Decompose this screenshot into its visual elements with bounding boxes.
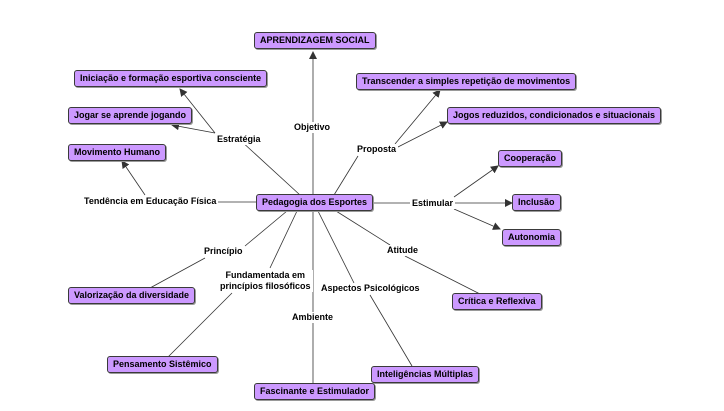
- connector-fundamentada-center: [269, 210, 298, 269]
- node-jogos-reduzidos[interactable]: Jogos reduzidos, condicionados e situaci…: [447, 107, 662, 124]
- link-label-principio: Princípio: [202, 246, 245, 257]
- node-inclusao[interactable]: Inclusão: [512, 194, 561, 211]
- node-fascinante-estimulador[interactable]: Fascinante e Estimulador: [254, 383, 376, 400]
- connector-aspectos-inteligencias: [369, 294, 413, 367]
- connector-principio-valorizacao: [149, 257, 206, 289]
- link-label-estrategia: Estratégia: [215, 134, 263, 145]
- connector-fundamentada-pensamento: [167, 292, 233, 358]
- connector-atitude-center: [335, 210, 391, 246]
- link-label-ambiente: Ambiente: [290, 312, 336, 323]
- node-jogar-aprende[interactable]: Jogar se aprende jogando: [68, 107, 193, 124]
- link-label-atitude: Atitude: [385, 245, 420, 256]
- connector-proposta-transcender: [394, 89, 441, 145]
- node-autonomia[interactable]: Autonomia: [502, 229, 561, 246]
- link-label-fundamentada: Fundamentada em princípios filosóficos: [218, 270, 313, 292]
- center-node-pedagogia[interactable]: Pedagogia dos Esportes: [256, 194, 374, 211]
- link-label-tendencia: Tendência em Educação Física: [82, 196, 219, 207]
- connector-proposta-jogos: [395, 121, 448, 149]
- connector-estimular-autonomia: [453, 208, 501, 230]
- node-movimento-humano[interactable]: Movimento Humano: [68, 144, 167, 161]
- link-label-proposta: Proposta: [355, 144, 399, 155]
- node-valorizacao-diversidade[interactable]: Valorização da diversidade: [68, 287, 196, 304]
- node-pensamento-sistemico[interactable]: Pensamento Sistêmico: [107, 356, 218, 373]
- node-inteligencias-multiplas[interactable]: Inteligências Múltiplas: [371, 366, 480, 383]
- connector-aspectos-center: [317, 210, 355, 284]
- connector-estrategia-center: [239, 139, 301, 196]
- node-cooperacao[interactable]: Cooperação: [498, 150, 563, 167]
- connector-estrategia-iniciacao: [179, 88, 216, 134]
- link-label-estimular: Estimular: [410, 198, 456, 209]
- connector-principio-center: [244, 210, 288, 247]
- node-iniciacao-formacao[interactable]: Iniciação e formação esportiva conscient…: [74, 70, 268, 87]
- link-label-objetivo: Objetivo: [292, 122, 333, 133]
- connector-proposta-center: [333, 155, 359, 196]
- connector-estimular-cooperacao: [453, 165, 499, 198]
- node-critica-reflexiva[interactable]: Crítica e Reflexiva: [452, 293, 542, 310]
- connector-tendencia-movimento: [121, 160, 146, 196]
- connector-atitude-critica: [404, 255, 481, 295]
- connector-estrategia-jogar: [171, 122, 216, 134]
- node-aprendizagem-social[interactable]: APRENDIZAGEM SOCIAL: [254, 32, 376, 49]
- link-label-aspectos: Aspectos Psicológicos: [319, 283, 422, 294]
- node-transcender[interactable]: Transcender a simples repetição de movim…: [356, 73, 577, 90]
